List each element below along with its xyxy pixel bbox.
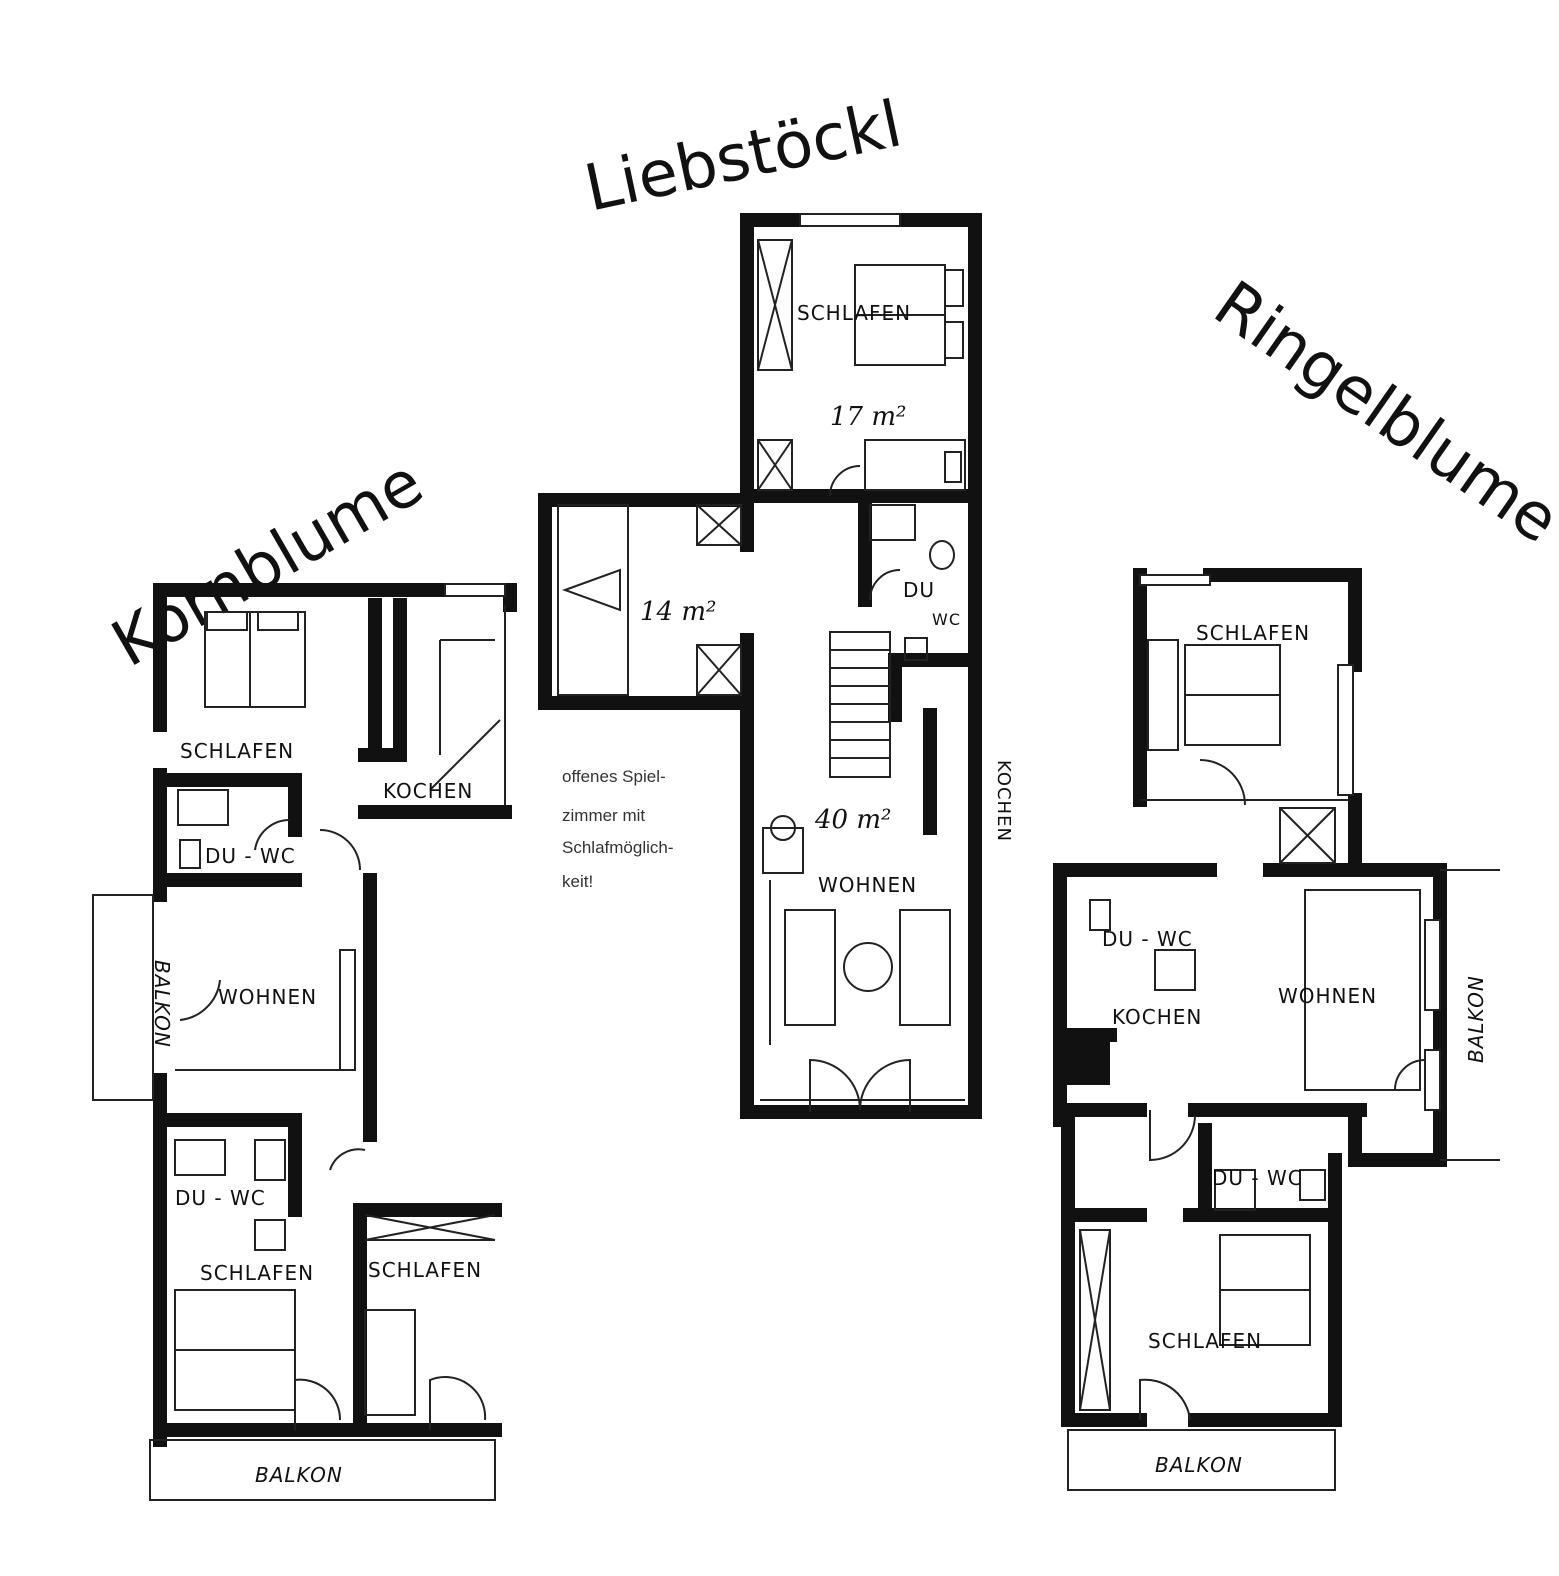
room-ringelblume-schlafen-bottom: SCHLAFEN [1148, 1329, 1262, 1353]
area-liebstoeckl-wohnen: 40 m² [814, 805, 891, 835]
balcony-kornblume-bottom: BALKON [255, 1463, 343, 1487]
title-ringelblume: Ringelblume [1201, 267, 1559, 558]
room-kornblume-du-wc-top: DU - WC [205, 844, 296, 868]
room-kornblume-kochen: KOCHEN [383, 779, 473, 803]
room-kornblume-schlafen-left: SCHLAFEN [200, 1261, 314, 1285]
room-kornblume-du-wc-bottom: DU - WC [175, 1186, 266, 1210]
room-ringelblume-schlafen-top: SCHLAFEN [1196, 621, 1310, 645]
balcony-ringelblume-side: BALKON [1464, 975, 1488, 1063]
room-ringelblume-du-wc-bottom: DU - WC [1212, 1166, 1303, 1190]
room-liebstoeckl-schlafen: SCHLAFEN [797, 301, 911, 325]
area-liebstoeckl-schlafen: 17 m² [830, 402, 906, 432]
note-spielzimmer-line3: Schlafmöglich- [562, 838, 674, 857]
note-spielzimmer-line4: keit! [562, 872, 593, 891]
room-kornblume-schlafen-right: SCHLAFEN [368, 1258, 482, 1282]
room-ringelblume-kochen: KOCHEN [1112, 1005, 1202, 1029]
balcony-kornblume-side: BALKON [150, 960, 174, 1048]
plan-ringelblume: SCHLAFEN DU - WC WOHNEN KOCHEN BALKON DU… [1053, 568, 1500, 1491]
room-kornblume-schlafen-top: SCHLAFEN [180, 739, 294, 763]
area-liebstoeckl-spiel: 14 m² [640, 597, 716, 627]
plan-kornblume: SCHLAFEN KOCHEN DU - WC BALKON WOHNEN DU… [92, 583, 517, 1501]
title-kornblume: Kornblume [100, 446, 435, 682]
room-liebstoeckl-wc: WC [932, 610, 961, 629]
room-ringelblume-du-wc-top: DU - WC [1102, 927, 1193, 951]
room-liebstoeckl-wohnen: WOHNEN [818, 873, 917, 897]
note-spielzimmer-line1: offenes Spiel- [562, 767, 666, 786]
room-kornblume-wohnen: WOHNEN [218, 985, 317, 1009]
title-liebstoeckl: Liebstöckl [579, 87, 908, 226]
room-liebstoeckl-kochen: KOCHEN [993, 760, 1014, 842]
room-ringelblume-wohnen: WOHNEN [1278, 984, 1377, 1008]
balcony-ringelblume-bottom: BALKON [1155, 1453, 1243, 1477]
plan-liebstoeckl: SCHLAFEN 17 m² 14 m² DU WC KOCHEN 40 m² … [538, 213, 1014, 1119]
note-spielzimmer-line2: zimmer mit [562, 806, 645, 825]
room-liebstoeckl-du: DU [903, 578, 935, 602]
